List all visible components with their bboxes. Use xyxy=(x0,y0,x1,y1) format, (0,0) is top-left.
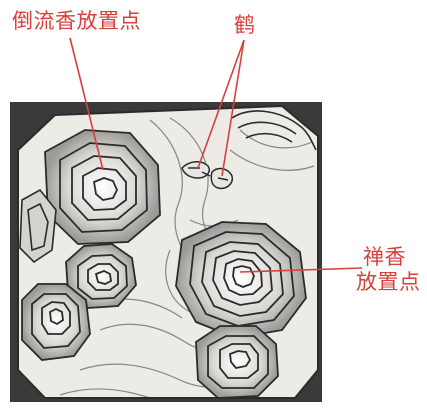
label-incense-spot: 倒流香放置点 xyxy=(12,9,141,34)
rock-bottom-left xyxy=(22,284,90,360)
label-crane: 鹤 xyxy=(234,13,256,38)
label-zen-incense-line1: 禅香 xyxy=(363,245,406,270)
rock-incense-spot xyxy=(45,130,160,244)
rock-bottom-right xyxy=(196,326,278,398)
label-zen-incense-line2: 放置点 xyxy=(356,270,421,295)
